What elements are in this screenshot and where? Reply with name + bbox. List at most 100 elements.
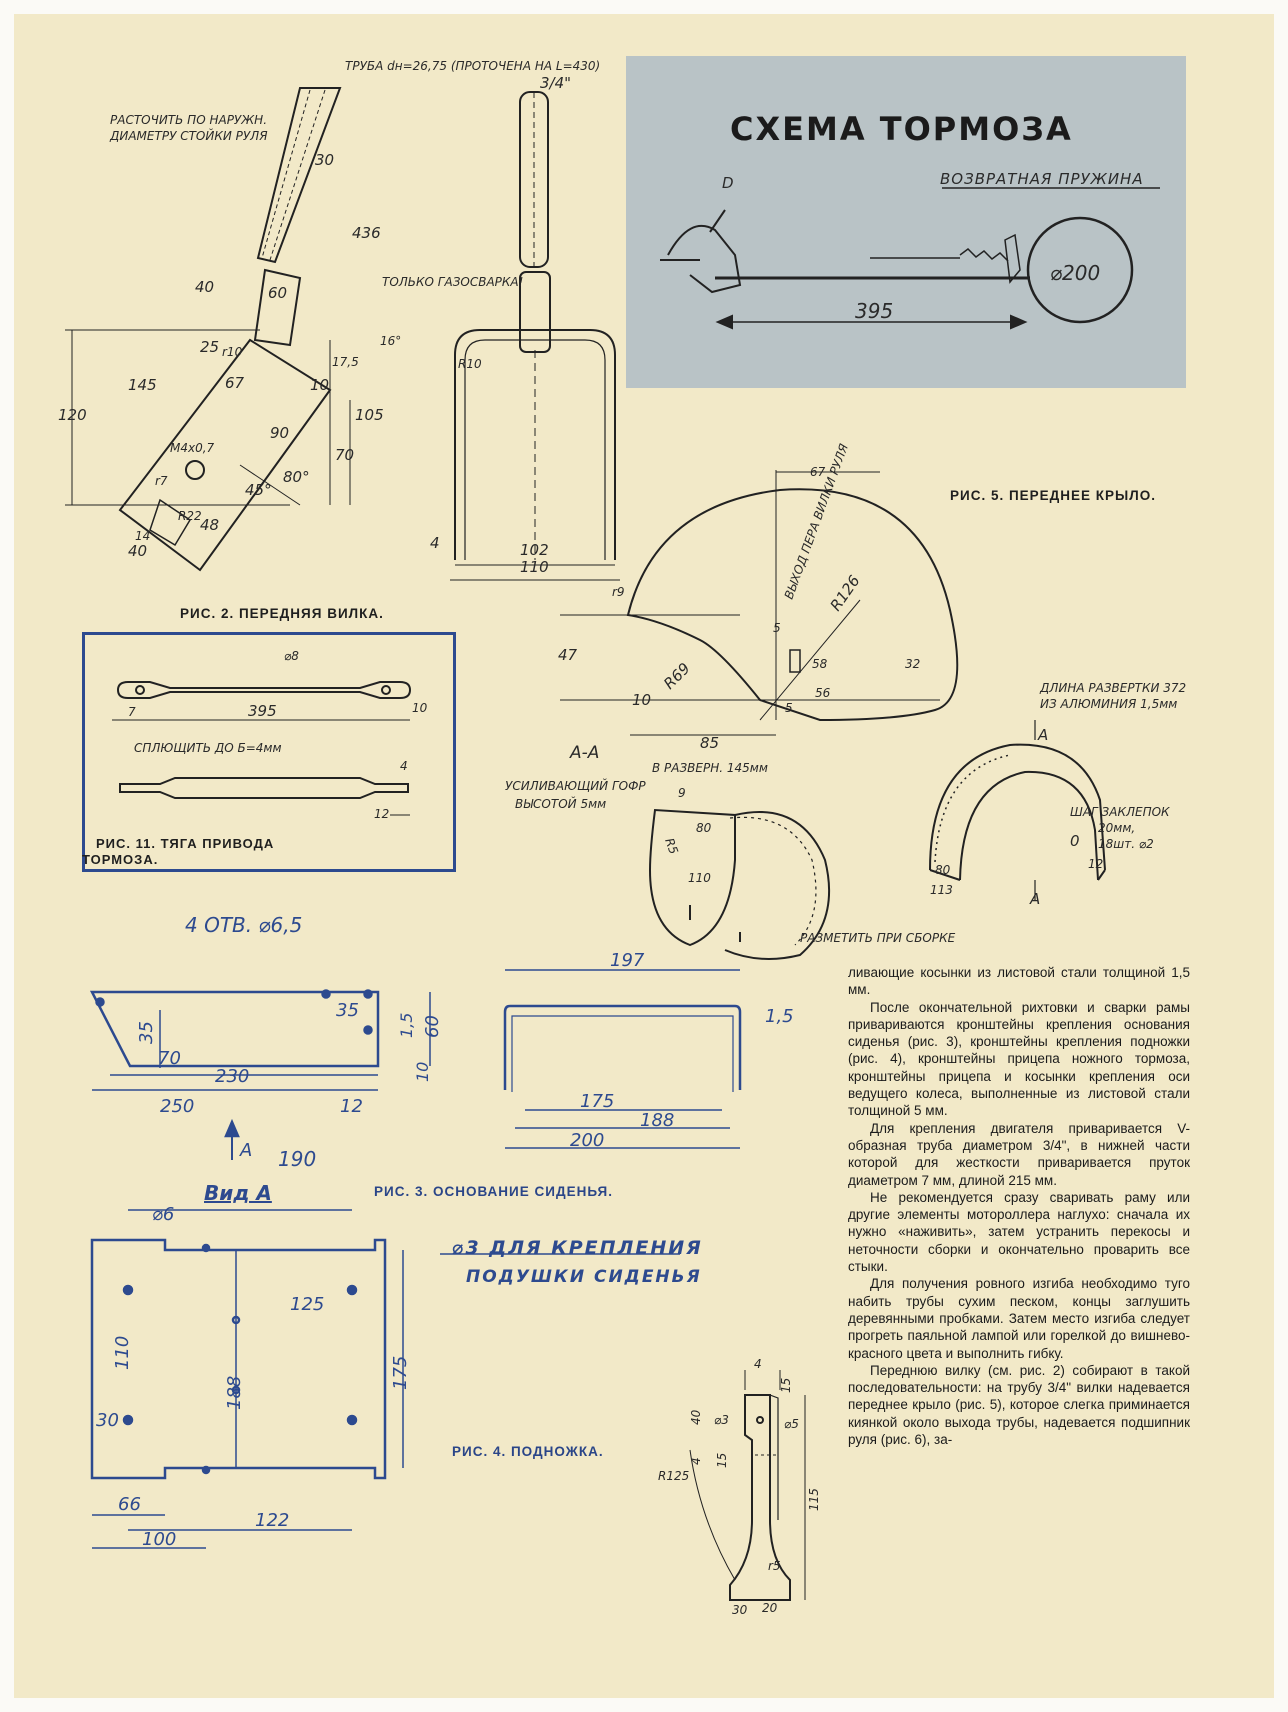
fig4-note-d3-1: ⌀3 ДЛЯ КРЕПЛЕНИЯ <box>452 1237 703 1259</box>
fig5-dim-9: 10 <box>632 691 651 709</box>
fig2-dim-8: 17,5 <box>332 355 359 369</box>
fig2-dim-18: M4x0,7 <box>170 441 215 455</box>
fig2-dim-26: 102 <box>520 541 549 559</box>
fig5-dim-5: 5 <box>773 621 781 635</box>
article-paragraph: Не рекомендуется сразу сваривать раму ил… <box>848 1189 1190 1275</box>
bracket-dim-2: 40 <box>689 1409 703 1425</box>
fig2-dim-16: 80° <box>283 468 310 486</box>
fig2-dim-7: 67 <box>225 374 245 392</box>
fig2-dim-9: 16° <box>380 334 401 348</box>
fig3-dim-2: 1,5 <box>397 1013 416 1038</box>
fig5-dim-0: 67 <box>810 465 826 479</box>
fig5-dim-7: 32 <box>905 657 920 671</box>
brake-schema-labels: ВОЗВРАТНАЯ ПРУЖИНА D 395 ⌀200 <box>722 170 1143 323</box>
fig5-dim-11: 85 <box>700 734 719 752</box>
fig4-dim-5: 175 <box>390 1356 411 1390</box>
fig5-note-rivet-2: 20мм, <box>1098 821 1135 835</box>
fig11-dim-3: 10 <box>412 701 428 715</box>
fig5-note-mark: РАЗМЕТИТЬ ПРИ СБОРКЕ <box>800 931 956 945</box>
fig3-dim-5: 230 <box>215 1066 249 1087</box>
article-text: ливающие косынки из листовой стали толщи… <box>848 964 1190 1448</box>
fig5-note-corr-1: УСИЛИВАЮЩИЙ ГОФР <box>505 778 646 793</box>
fig11-brake-rod <box>112 681 412 816</box>
fig5-note-rivet-3: 18шт. ⌀2 <box>1098 837 1154 851</box>
fig2-dim-6: r10 <box>222 345 243 359</box>
fig11-caption-2: ТОРМОЗА. <box>82 852 159 867</box>
bracket-dim-11: 20 <box>762 1601 778 1615</box>
brake-dim-395: 395 <box>855 299 893 323</box>
article-paragraph: ливающие косынки из листовой стали толщи… <box>848 965 1190 998</box>
bracket-dim-1: 15 <box>779 1378 793 1393</box>
fig4-dim-9: 100 <box>142 1529 176 1550</box>
bracket-dim-0: 4 <box>754 1357 762 1371</box>
fig5-note-rivet-1: ШАГ ЗАКЛЕПОК <box>1070 805 1170 819</box>
fig11-dim-1: 7 <box>128 705 136 719</box>
fig2-dim-20: R22 <box>178 509 202 523</box>
fig5-sec-dim-3: 110 <box>688 871 711 885</box>
fig3-dim-1: 35 <box>336 1000 359 1021</box>
fig11-dim-2: 395 <box>248 702 277 720</box>
fig4-dim-1: ⌀6 <box>152 1204 174 1225</box>
fig3-dim-3: 60 <box>422 1015 443 1038</box>
fig5-iso-80: 80 <box>935 863 951 877</box>
bracket-dim-5: 4 <box>689 1457 703 1465</box>
fig4-footboard <box>90 1118 680 1549</box>
fig5-iso-0: 0 <box>1070 832 1080 850</box>
fig2-note-bore-2: ДИАМЕТРУ СТОЙКИ РУЛЯ <box>109 128 268 143</box>
bracket-dim-8: 115 <box>807 1488 821 1511</box>
brake-schema-panel <box>626 56 1186 388</box>
brake-schema-drawing <box>660 187 1160 330</box>
fig11-caption-1: РИС. 11. ТЯГА ПРИВОДА <box>96 836 275 851</box>
fig5-section-label: А-А <box>569 743 599 763</box>
fig2-dim-22: 48 <box>200 516 219 534</box>
fig2-dim-15: 70 <box>335 446 354 464</box>
bracket-dim-7: R125 <box>658 1469 689 1483</box>
fig4-dim-2: 125 <box>290 1294 324 1315</box>
fig2-note-tube: ТРУБА dн=26,75 (ПРОТОЧЕНА НА L=430) <box>345 59 600 73</box>
fig5-note-length-1: ДЛИНА РАЗВЕРТКИ 372 <box>1039 681 1186 695</box>
fig2-labels: ТРУБА dн=26,75 (ПРОТОЧЕНА НА L=430) РАСТ… <box>58 59 600 576</box>
fig2-caption: РИС. 2. ПЕРЕДНЯЯ ВИЛКА. <box>180 606 384 621</box>
fig2-dim-5: 25 <box>200 338 219 356</box>
fig11-dim-0: ⌀8 <box>284 649 299 663</box>
fig5-dim-8: 56 <box>815 686 831 700</box>
fig5-note-develop: В РАЗВЕРН. 145мм <box>652 761 768 775</box>
fig2-dim-25: 4 <box>430 534 440 552</box>
fig3-seat-base <box>89 969 742 1149</box>
fig5-iso-12: 12 <box>1088 857 1103 871</box>
article-paragraph: Для получения ровного изгиба необходимо … <box>848 1276 1190 1361</box>
fig2-dim-13: 90 <box>270 424 289 442</box>
fig2-dim-1: 30 <box>315 151 334 169</box>
fig2-note-bore-1: РАСТОЧИТЬ ПО НАРУЖН. <box>110 113 267 127</box>
fig4-dim-4: 188 <box>224 1376 245 1410</box>
fig3-dim-12: 188 <box>640 1110 674 1131</box>
article-paragraph: Для крепления двигателя приваривается V-… <box>848 1120 1190 1188</box>
fig3-holes: 4 ОТВ. ⌀6,5 <box>185 913 302 937</box>
fig4-dim-6: 30 <box>96 1410 119 1431</box>
fig4-dim-0: 190 <box>278 1147 316 1171</box>
fig2-dim-10: 10 <box>310 376 329 394</box>
bracket-dim-10: 30 <box>732 1603 748 1617</box>
fig3-dim-4: 70 <box>158 1048 181 1069</box>
brake-dim-200: ⌀200 <box>1050 261 1100 285</box>
bracket-dim-4: ⌀5 <box>784 1417 799 1431</box>
fig5-iso-113: 113 <box>930 883 953 897</box>
fig3-dim-0: 35 <box>136 1021 157 1044</box>
fig5-dim-3: 47 <box>558 646 578 664</box>
fig5-sec-dim-2: 80 <box>696 821 712 835</box>
fig5-dim-10: 5 <box>785 701 793 715</box>
bracket-labels: 4 15 40 ⌀3 ⌀5 4 15 R125 115 r5 30 20 <box>658 1357 821 1617</box>
fig2-note-weld: ТОЛЬКО ГАЗОСВАРКА! <box>382 275 523 289</box>
bracket-dim-9: r5 <box>768 1559 781 1573</box>
brake-schema-title: СХЕМА ТОРМОЗА <box>730 110 1073 148</box>
fig2-dim-23: 40 <box>128 542 147 560</box>
fig4-dim-3: 110 <box>112 1336 133 1370</box>
fig11-note-flatten: СПЛЮЩИТЬ ДО Б=4мм <box>134 741 282 755</box>
fig4-arrow-label: А <box>239 1140 252 1161</box>
fig2-dim-24: R10 <box>458 357 482 371</box>
fig5-iso-a-top: A <box>1037 726 1048 744</box>
article-paragraph: Переднюю вилку (см. рис. 2) собирают в т… <box>848 1362 1190 1448</box>
fig5-iso-a-bottom: A <box>1029 890 1040 908</box>
